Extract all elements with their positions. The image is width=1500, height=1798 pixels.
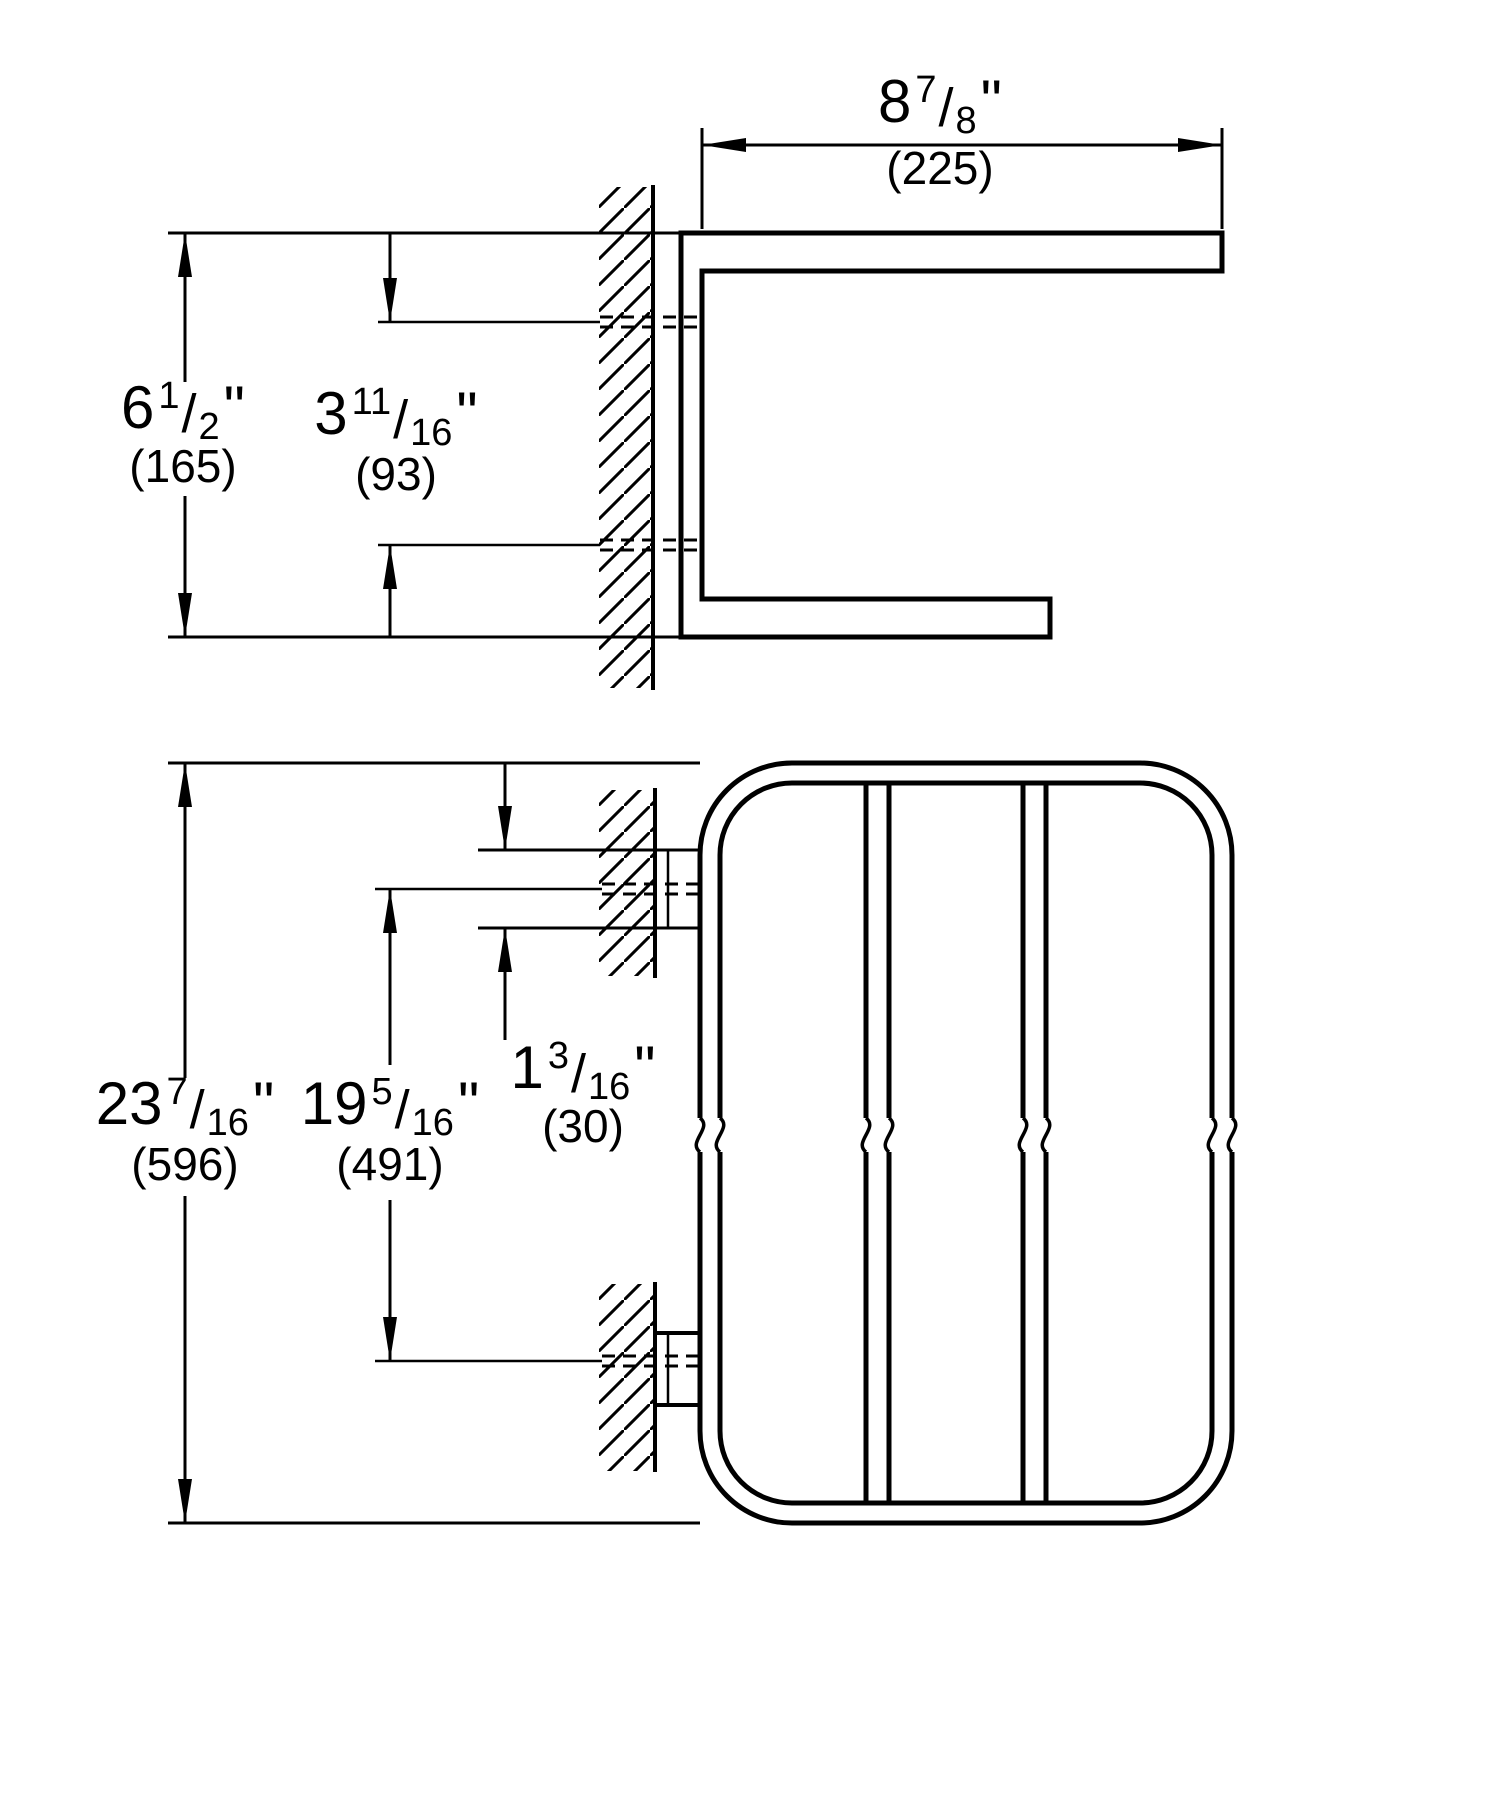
- bracket-profile: [678, 230, 1225, 640]
- frame-inner-bottom: [717, 1152, 1215, 1506]
- rack-frame: [697, 760, 1235, 1526]
- dim-metric-front-inner: (491): [336, 1138, 443, 1190]
- extension-lines-side: [168, 128, 1224, 639]
- mounting-brackets: [657, 850, 700, 1407]
- label-mask-side-height: [100, 382, 266, 496]
- dim-metric-side-height: (165): [129, 440, 236, 492]
- extension-lines-front: [168, 761, 700, 1525]
- label-mask-front-height: [84, 1078, 286, 1196]
- frame-outer-bottom: [697, 1152, 1235, 1526]
- hidden-screw-lines-side: [600, 315, 702, 552]
- screw-centerlines-front: [375, 887, 602, 1363]
- frame-inner-top: [717, 780, 1215, 1118]
- screw-centerlines-side: [378, 320, 600, 547]
- hidden-screw-lines-front: [602, 882, 700, 1368]
- wall-hatch-front-lower: [599, 1284, 655, 1471]
- frame-outer-top: [697, 760, 1235, 1118]
- dim-metric-top-width: (225): [886, 142, 993, 194]
- wall-hatch-side: [599, 187, 653, 688]
- dim-metric-side-offset: (93): [355, 448, 437, 500]
- dim-metric-front-height: (596): [131, 1138, 238, 1190]
- break-symbols: [694, 1116, 1238, 1154]
- dim-metric-bracket-offset: (30): [542, 1100, 624, 1152]
